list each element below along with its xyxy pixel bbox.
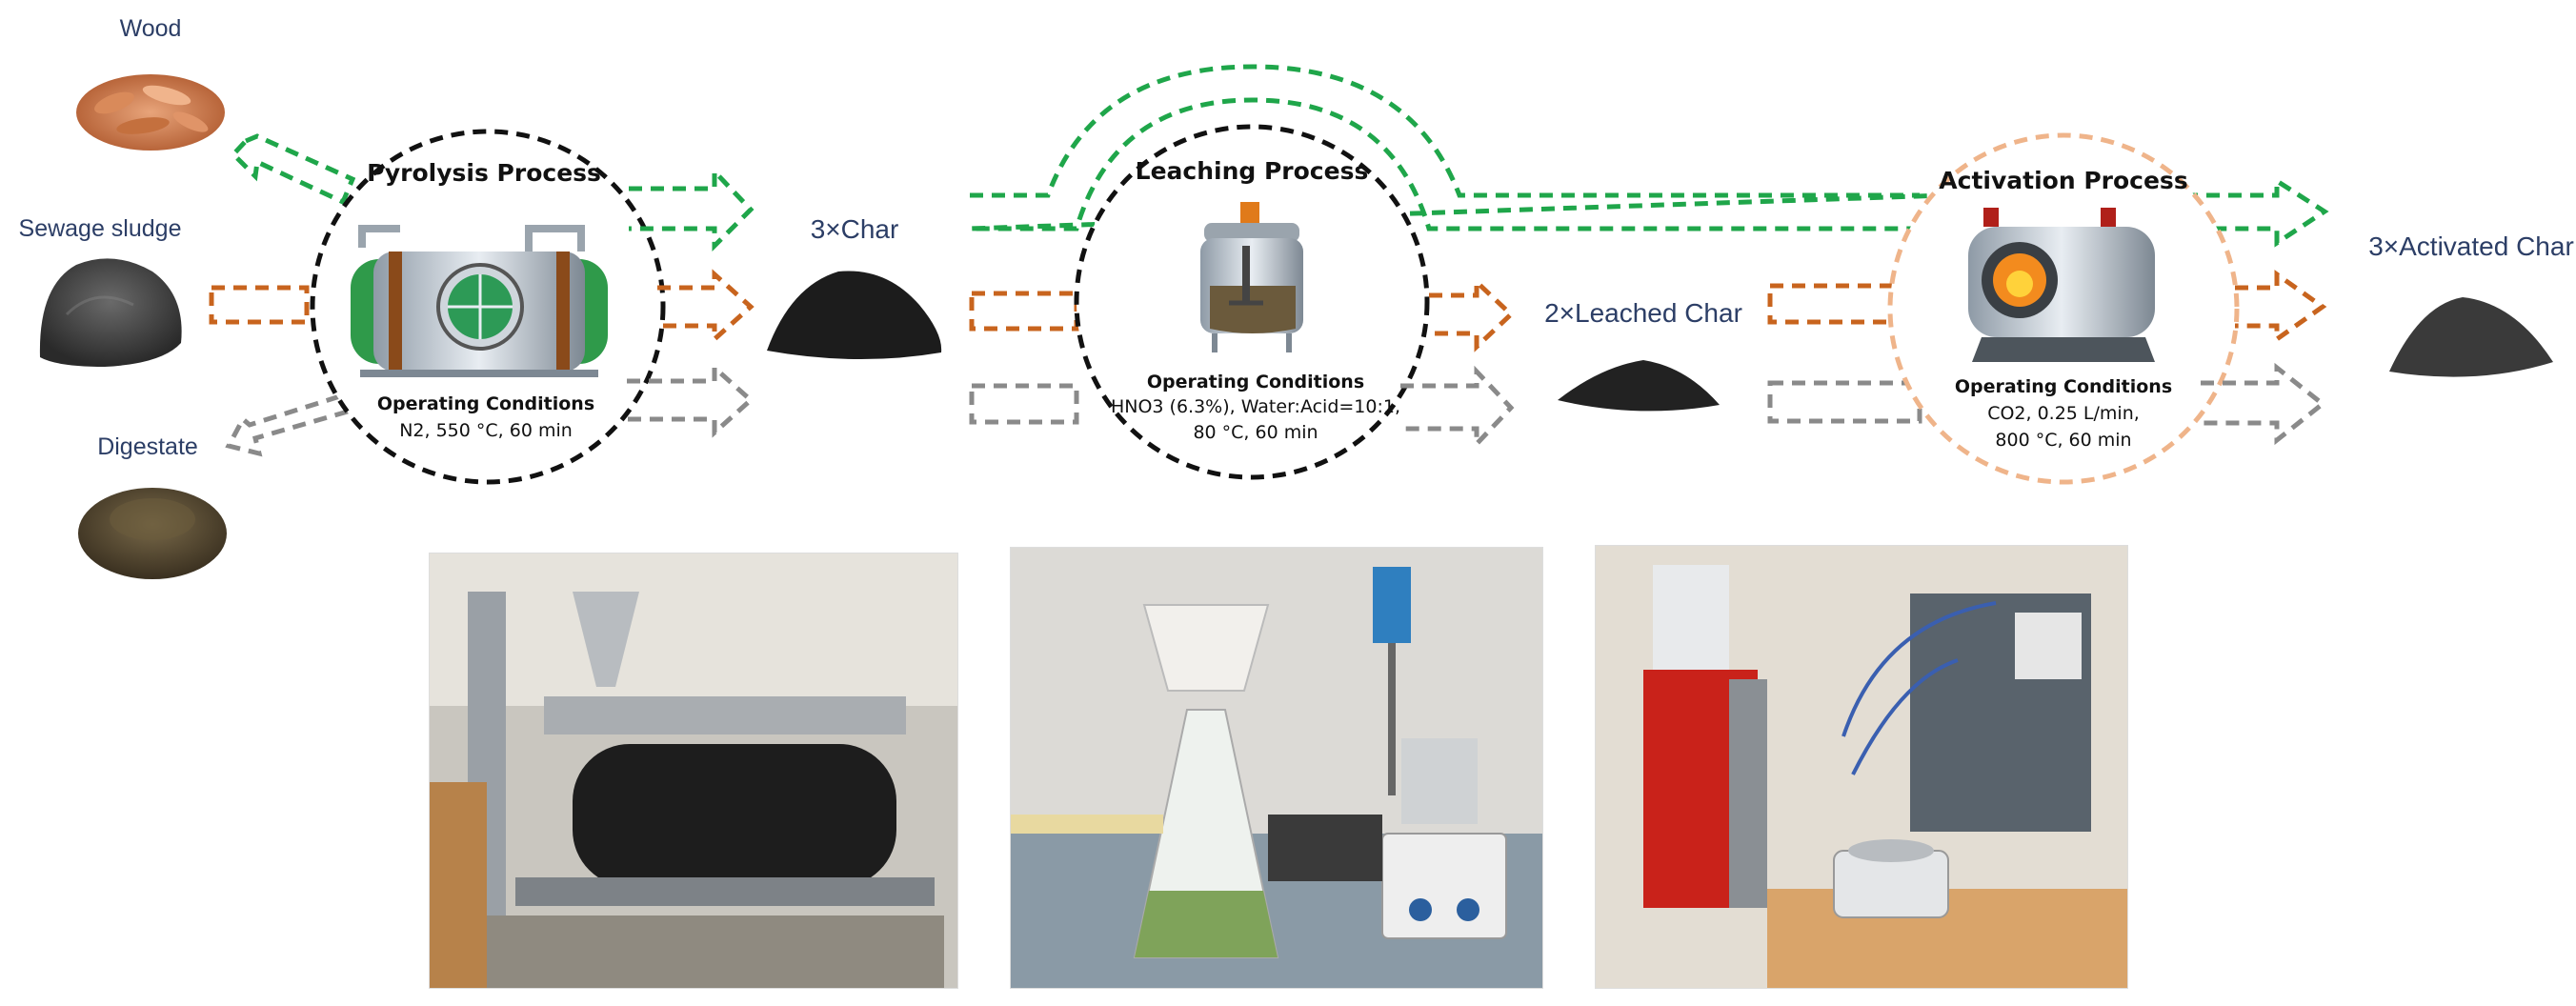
leaching-output-arrow-orange	[1429, 276, 1515, 352]
leaching-process: Leaching Process Operating Conditions HN…	[1074, 124, 1430, 480]
activation-furnace-icon	[1968, 208, 2155, 362]
activation-conditions-line2: 800 °C, 60 min	[1995, 430, 2131, 451]
pyrolysis-process: Pyrolysis Process Operating Conditions N…	[310, 129, 666, 485]
leaching-setup-photo	[1010, 547, 1543, 989]
feedstock-wood: Wood	[76, 15, 225, 151]
leaching-input-arrow-orange	[969, 291, 1079, 332]
activation-title: Activation Process	[1939, 167, 2187, 194]
leached-char-product: 2×Leached Char	[1544, 298, 1742, 412]
leaching-conditions-line2: 80 °C, 60 min	[1193, 422, 1318, 443]
wood-label: Wood	[120, 15, 182, 42]
pyrolysis-output-arrow-grey	[627, 362, 755, 438]
digestate-label: Digestate	[97, 433, 198, 460]
activation-setup-photo	[1595, 545, 2128, 989]
activation-conditions-line1: CO2, 0.25 L/min,	[1987, 403, 2140, 424]
activation-process: Activation Process Operating Conditions …	[1887, 132, 2240, 485]
leaching-input-arrow-grey	[969, 383, 1079, 425]
sludge-input-arrow	[209, 285, 310, 325]
wood-chips-icon	[76, 74, 225, 151]
char-product: 3×Char	[767, 214, 942, 360]
pyrolysis-output-arrow-green	[629, 165, 755, 252]
leached-char-pile-icon	[1558, 360, 1720, 412]
leaching-conditions-title: Operating Conditions	[1147, 372, 1364, 392]
leaching-reactor-icon	[1200, 202, 1303, 352]
digestate-input-arrow	[225, 392, 349, 457]
activation-output-arrow-orange	[2235, 270, 2327, 344]
activation-output-arrow-grey	[2201, 362, 2327, 446]
char-label: 3×Char	[811, 214, 899, 244]
leaching-title: Leaching Process	[1136, 157, 1369, 185]
activated-char-product: 3×Activated Char	[2368, 231, 2574, 377]
pyrolysis-title: Pyrolysis Process	[367, 159, 601, 187]
sewage-sludge-label: Sewage sludge	[19, 215, 182, 242]
wood-input-arrow	[230, 133, 356, 206]
activation-conditions-title: Operating Conditions	[1955, 376, 2172, 397]
activation-input-arrow-grey	[1767, 380, 1922, 424]
feedstock-digestate: Digestate	[78, 433, 227, 579]
leaching-output-arrow-grey	[1400, 365, 1515, 451]
activated-char-label: 3×Activated Char	[2368, 231, 2574, 261]
feedstock-sewage-sludge: Sewage sludge	[19, 215, 182, 367]
leached-char-label: 2×Leached Char	[1544, 298, 1742, 328]
leaching-conditions-line1: HNO3 (6.3%), Water:Acid=10:1,	[1111, 396, 1400, 417]
green-bypass-arrow	[969, 64, 2329, 248]
sewage-sludge-pile-icon	[39, 258, 182, 367]
pyrolysis-conditions-line1: N2, 550 °C, 60 min	[399, 420, 573, 441]
pyrolysis-output-arrow-orange	[657, 269, 755, 345]
pyrolysis-conditions-title: Operating Conditions	[377, 393, 594, 414]
digestate-pile-icon	[78, 488, 227, 579]
pyrolysis-reactor-icon	[351, 225, 608, 377]
activated-char-pile-icon	[2389, 297, 2553, 377]
char-pile-icon	[767, 271, 942, 360]
pyrolysis-setup-photo	[429, 553, 958, 989]
